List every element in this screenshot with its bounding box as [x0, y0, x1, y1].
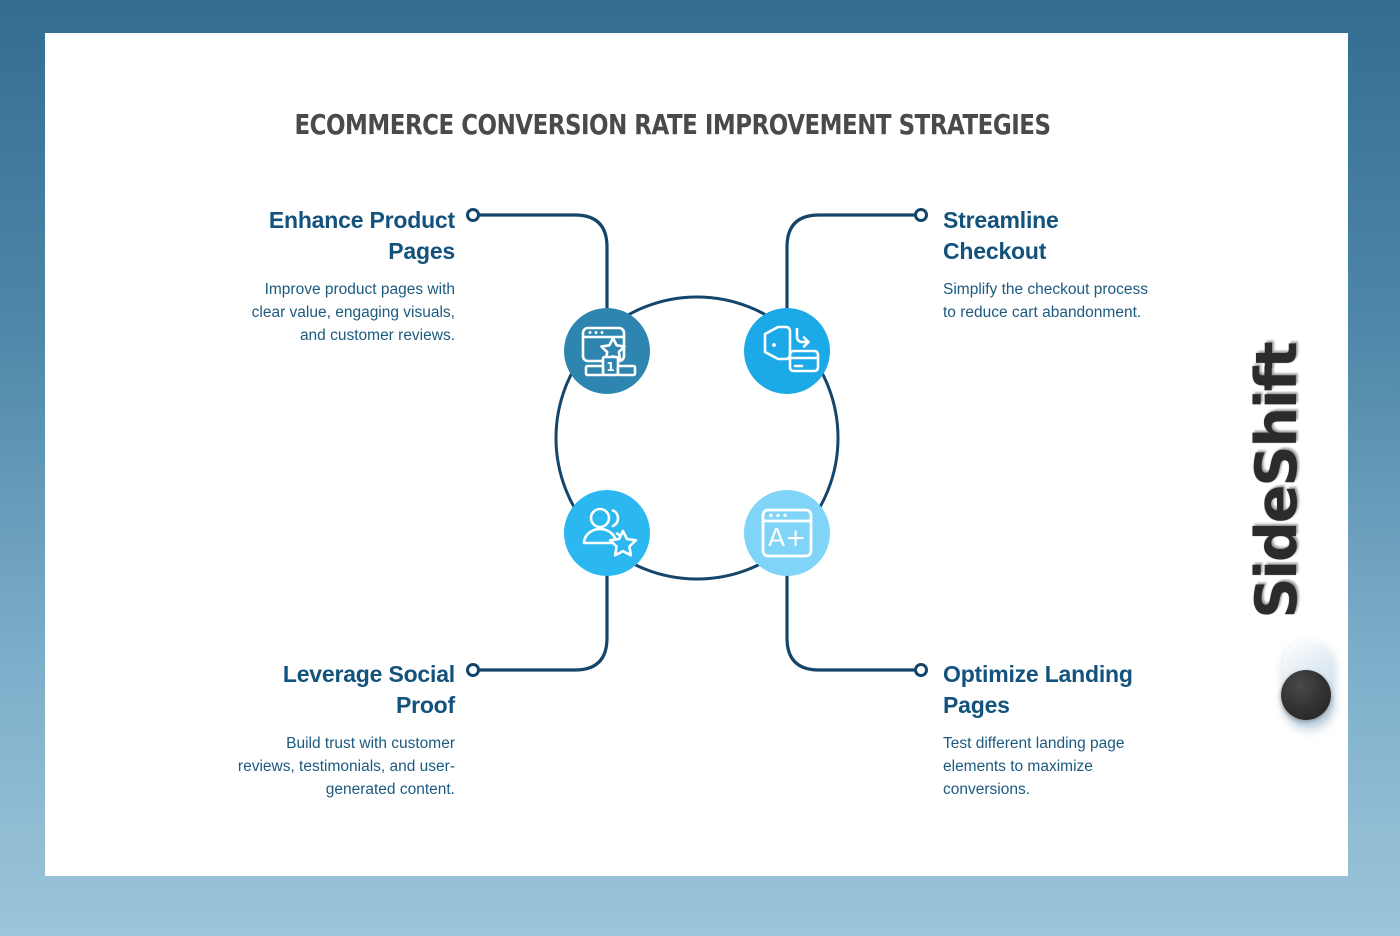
wallet-card-refresh-icon — [763, 325, 820, 373]
brand-logo: SideShift — [1237, 323, 1317, 653]
logo-knob-icon — [1281, 670, 1331, 720]
users-star-icon — [582, 507, 638, 557]
description-leverage-social-proof: Build trust with customer reviews, testi… — [237, 735, 455, 799]
description-optimize-landing-pages: Test different landing page elements to … — [943, 735, 1125, 799]
connector-dot-leverage-social-proof — [466, 663, 480, 677]
connector-optimize-landing-pages — [785, 531, 919, 672]
heading-optimize-landing-pages: Optimize Landing Pages — [943, 661, 1133, 718]
svg-text:1: 1 — [606, 360, 614, 374]
page-title: ECOMMERCE CONVERSION RATE IMPROVEMENT ST… — [294, 108, 1051, 141]
label-streamline-checkout: Streamline Checkout Simplify the checkou… — [943, 205, 1158, 325]
browser-a-plus-icon: A+ — [761, 508, 813, 558]
browser-star-podium-icon: 1 — [581, 326, 637, 377]
description-streamline-checkout: Simplify the checkout process to reduce … — [943, 281, 1149, 322]
node-leverage-social-proof[interactable] — [564, 490, 650, 576]
node-circle-streamline-checkout[interactable] — [744, 308, 830, 394]
description-enhance-product-pages: Improve product pages with clear value, … — [251, 281, 455, 345]
label-enhance-product-pages: Enhance Product Pages Improve product pa… — [230, 205, 456, 348]
circular-diagram: 1 — [466, 208, 928, 677]
heading-streamline-checkout: Streamline Checkout — [943, 207, 1059, 264]
brand-name: SideShift — [1244, 343, 1310, 619]
connector-leverage-social-proof — [475, 531, 609, 672]
heading-enhance-product-pages: Enhance Product Pages — [268, 207, 455, 264]
connector-enhance-product-pages — [475, 213, 609, 347]
white-content-card: ECOMMERCE CONVERSION RATE IMPROVEMENT ST… — [45, 33, 1348, 876]
label-optimize-landing-pages: Optimize Landing Pages Test different la… — [943, 659, 1158, 802]
node-circle-leverage-social-proof[interactable] — [564, 490, 650, 576]
center-ring — [554, 295, 840, 581]
connector-dot-enhance-product-pages — [466, 208, 480, 222]
label-leverage-social-proof: Leverage Social Proof Build trust with c… — [230, 659, 455, 802]
connector-dot-streamline-checkout — [914, 208, 928, 222]
node-optimize-landing-pages[interactable]: A+ — [744, 490, 830, 576]
connector-streamline-checkout — [785, 213, 919, 347]
node-enhance-product-pages[interactable]: 1 — [564, 308, 650, 394]
svg-text:A+: A+ — [768, 523, 806, 552]
connector-dot-optimize-landing-pages — [914, 663, 928, 677]
node-streamline-checkout[interactable] — [744, 308, 830, 394]
heading-leverage-social-proof: Leverage Social Proof — [282, 661, 455, 718]
